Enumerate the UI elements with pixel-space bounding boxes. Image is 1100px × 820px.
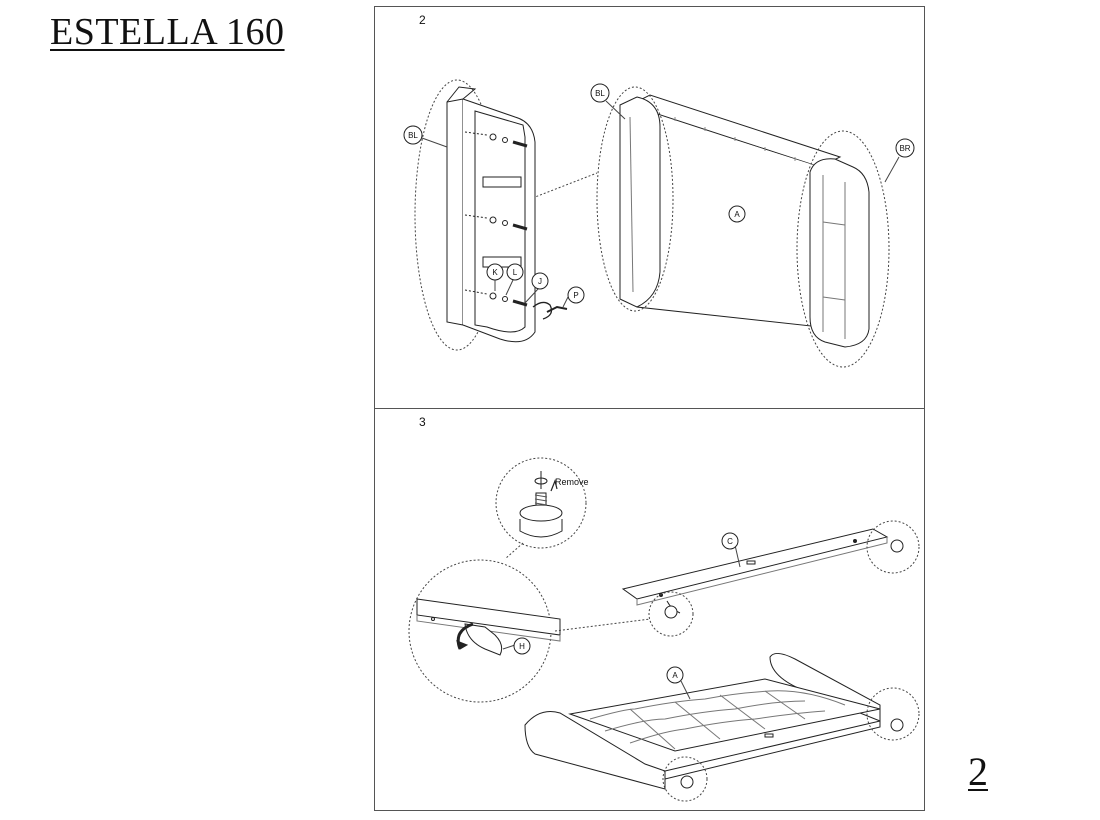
callout-a: A — [728, 205, 746, 223]
step-2-illustration: BL K L J P — [403, 79, 915, 368]
callout-bl-2: BL — [590, 83, 626, 120]
svg-text:L: L — [513, 268, 518, 277]
callout-bl-1: BL — [403, 125, 448, 148]
callout-j: J — [524, 272, 549, 304]
callout-l: L — [505, 263, 524, 296]
step-3-illustration: Remove H C — [408, 457, 920, 802]
callout-p: P — [562, 286, 585, 308]
step-number: 2 — [419, 13, 426, 27]
remove-label: Remove — [555, 477, 589, 487]
callout-c: C — [721, 532, 741, 568]
page-number: 2 — [968, 749, 988, 794]
svg-text:J: J — [538, 277, 542, 286]
svg-text:A: A — [672, 671, 678, 680]
svg-text:K: K — [492, 268, 498, 277]
svg-text:BL: BL — [408, 131, 418, 140]
svg-text:H: H — [519, 642, 525, 651]
step-number: 3 — [419, 415, 426, 429]
step-3-panel: 3 Remove H — [374, 408, 925, 811]
svg-text:C: C — [727, 537, 733, 546]
callout-a: A — [666, 666, 691, 700]
callout-br: BR — [884, 138, 915, 183]
document-title: ESTELLA 160 — [50, 11, 285, 53]
callout-h: H — [502, 637, 531, 655]
callout-k: K — [486, 263, 504, 291]
step-2-panel: 2 BL — [374, 6, 925, 410]
svg-text:P: P — [573, 291, 578, 300]
svg-text:A: A — [734, 210, 740, 219]
svg-text:BR: BR — [899, 144, 910, 153]
svg-text:BL: BL — [595, 89, 605, 98]
